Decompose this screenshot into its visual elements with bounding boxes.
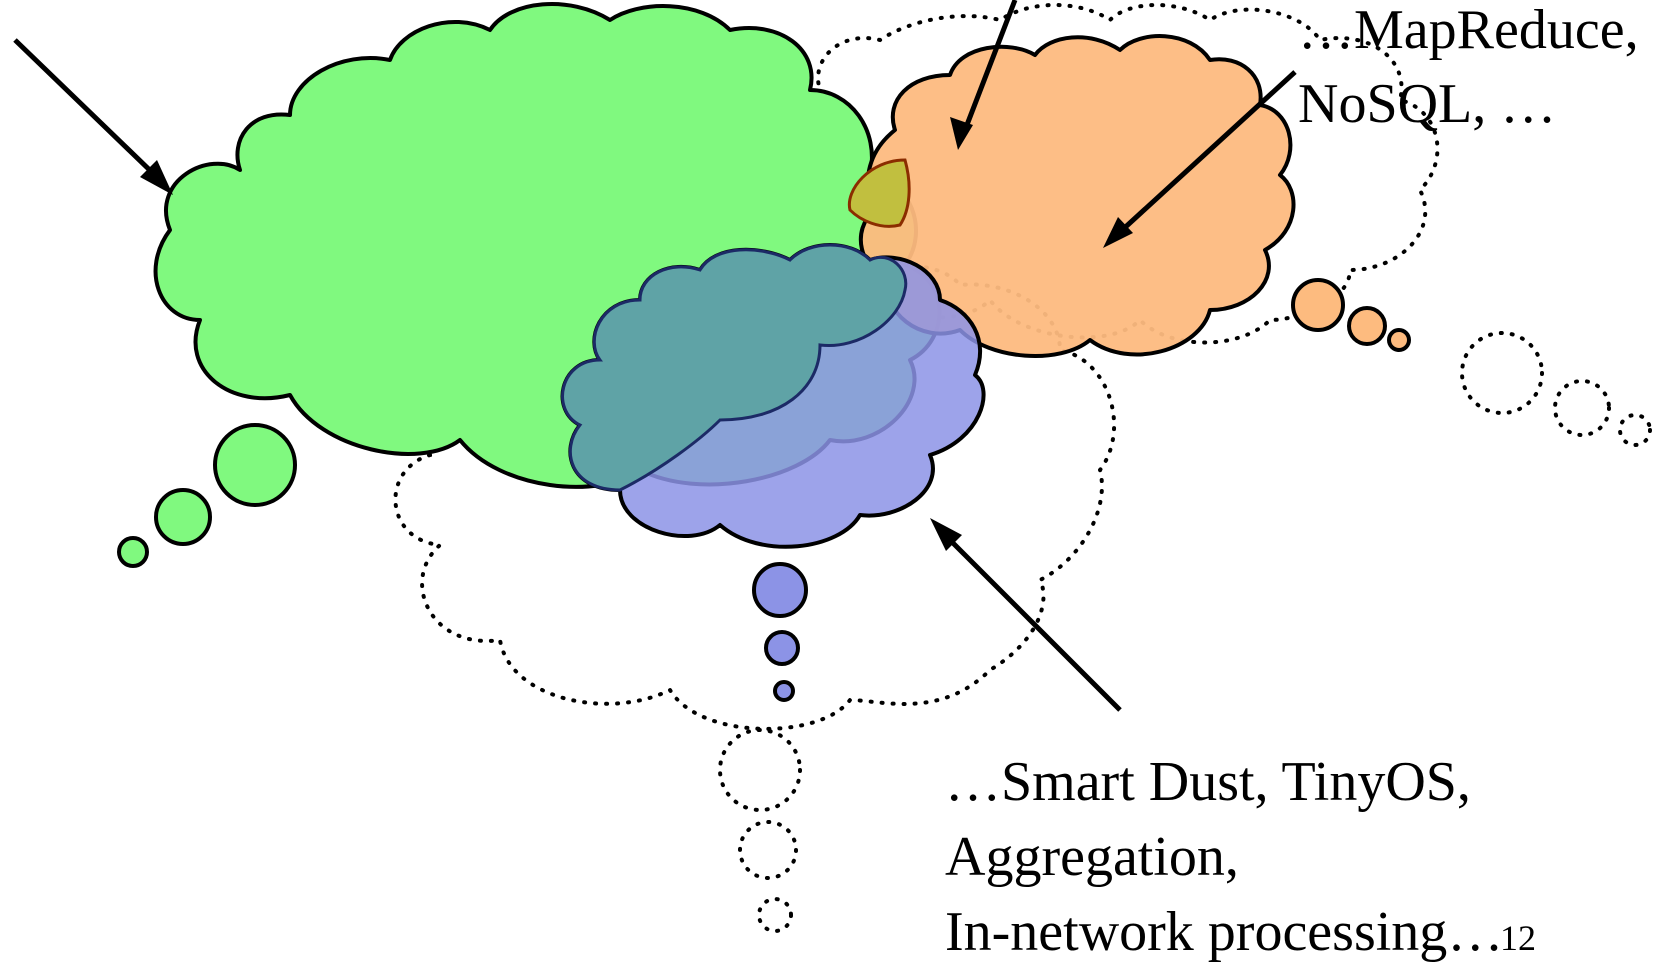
green-orange-overlap (847, 158, 911, 228)
label-mapreduce: …MapReduce, (1298, 0, 1639, 61)
arrow-bottom (930, 518, 1122, 712)
label-smart-dust: …Smart Dust, TinyOS, (945, 751, 1471, 813)
green-blue-overlap (561, 243, 908, 492)
label-nosql: NoSQL, … (1298, 73, 1556, 135)
arrow-top-right (1103, 70, 1297, 248)
arrow-top (950, 0, 1018, 150)
page-number: 12 (1500, 918, 1536, 958)
arrow-left (13, 38, 173, 195)
label-aggregation: Aggregation, (945, 826, 1239, 888)
dotted-thought-cloud-bottom (393, 263, 1116, 933)
label-in-network: In-network processing… (945, 901, 1503, 963)
dotted-thought-cloud-top (755, 3, 1652, 447)
